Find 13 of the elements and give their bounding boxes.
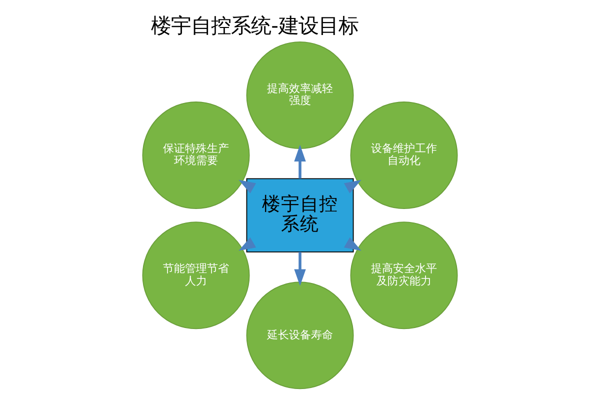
- node-circle: 延长设备寿命: [246, 282, 354, 390]
- node-circle: 保证特殊生产环境需要: [142, 102, 250, 210]
- arrow: [238, 180, 256, 194]
- node-circle: 设备维护工作自动化: [350, 102, 458, 210]
- arrow: [238, 237, 256, 251]
- arrow: [344, 237, 362, 251]
- node-circle: 提高效率减轻强度: [246, 41, 354, 149]
- node-circle: 提高安全水平及防灾能力: [350, 222, 458, 330]
- node-circle: 节能管理节省人力: [142, 222, 250, 330]
- arrow: [294, 252, 306, 286]
- diagram-title: 楼宇自控系统-建设目标: [151, 13, 359, 38]
- arrow: [294, 144, 306, 179]
- arrow: [344, 180, 362, 194]
